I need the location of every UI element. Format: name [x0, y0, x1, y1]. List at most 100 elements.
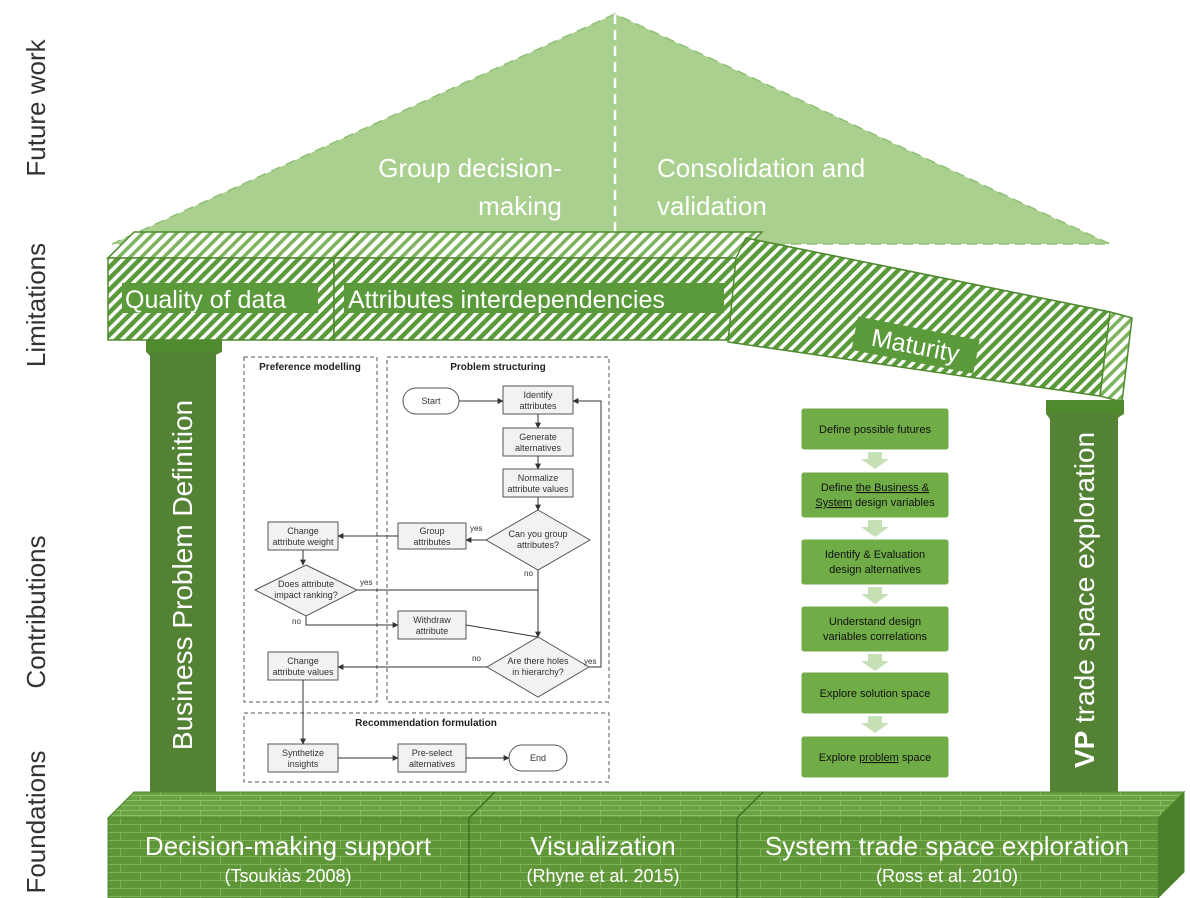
pillar-right-shaft: [1050, 414, 1118, 800]
section-structuring-title: Problem structuring: [450, 362, 546, 373]
node-change-values-l1: Change: [287, 656, 319, 666]
label-no-impact: no: [292, 617, 301, 626]
beam-attributes-top: [332, 231, 764, 259]
node-can-group-l1: Can you group: [508, 529, 567, 539]
foundation-divider-1-top: [468, 791, 496, 819]
side-label-foundations: Foundations: [21, 750, 51, 893]
roof-left-line1: Group decision-: [378, 153, 562, 183]
step-5-label: Explore solution space: [820, 688, 931, 700]
node-withdraw: [397, 610, 467, 640]
label-no-group: no: [524, 569, 533, 578]
pillar-left: Business Problem Definition: [140, 340, 222, 808]
limitation-quality-of-data: Quality of data: [125, 286, 286, 314]
node-withdraw-l2: attribute: [416, 626, 449, 636]
foundation-front: [107, 817, 1159, 898]
node-holes: [486, 636, 590, 698]
node-generate-l2: alternatives: [515, 443, 562, 453]
foundation-1-ref: (Tsoukiàs 2008): [224, 866, 351, 886]
label-no-holes: no: [472, 654, 481, 663]
node-normalize-l1: Normalize: [518, 473, 559, 483]
foundation-divider-2-top: [736, 791, 764, 819]
node-identify-l1: Identify: [523, 390, 553, 400]
step-explore-problem: [800, 735, 950, 779]
step-3-line1: Identify & Evaluation: [825, 549, 925, 561]
step-4-line1: Understand design: [829, 616, 921, 628]
section-structuring-frame: [386, 356, 610, 703]
side-labels: Future work Limitations Contributions Fo…: [21, 38, 51, 893]
section-recommendation-frame: [243, 712, 610, 783]
node-holes-l2: in hierarchy?: [512, 667, 564, 677]
step-1-label: Define possible futures: [819, 424, 931, 436]
beam-maturity-label-bg: [851, 316, 980, 374]
limitation-attributes-interdependencies: Attributes interdependencies: [348, 286, 665, 314]
beam-quality-top: [106, 231, 362, 259]
foundation-2-title: Visualization: [530, 831, 676, 861]
step-2-line1: Define the Business &: [821, 482, 930, 494]
step-2-line2: System design variables: [815, 497, 935, 509]
foundation-3-title: System trade space exploration: [765, 831, 1129, 861]
label-yes-holes: yes: [584, 657, 596, 666]
process-steps: Define possible futures Define the Busin…: [800, 407, 950, 779]
section-recommendation-title: Recommendation formulation: [355, 718, 497, 729]
roof-left-line2: making: [478, 191, 562, 221]
step-understand-correlations: [800, 605, 950, 653]
node-change-values-l2: attribute values: [272, 667, 334, 677]
step-define-variables: [800, 471, 950, 519]
flowchart-connectors: [300, 398, 602, 761]
node-normalize-l2: attribute values: [507, 484, 569, 494]
pillar-right-label: VP trade space exploration: [1069, 432, 1100, 768]
step-arrow-1: [861, 452, 889, 469]
flowchart-panel: Preference modelling Problem structuring…: [236, 350, 616, 786]
beam-maturity: [727, 237, 1111, 397]
step-6-label: Explore problem space: [819, 752, 932, 764]
node-normalize: [502, 468, 574, 498]
pillar-right: VP trade space exploration: [1040, 400, 1124, 808]
roof-right-line2: validation: [657, 191, 767, 221]
beam-quality-label-bg: [122, 283, 318, 313]
node-preselect-l1: Pre-select: [412, 748, 453, 758]
node-group-l2: attributes: [413, 537, 451, 547]
step-arrow-4: [861, 654, 889, 671]
side-label-future-work: Future work: [21, 38, 51, 176]
node-change-weight-l1: Change: [287, 526, 319, 536]
node-identify-l2: attributes: [519, 401, 557, 411]
node-withdraw-l1: Withdraw: [413, 615, 451, 625]
roof: Group decision- making Consolidation and…: [111, 13, 1111, 245]
foundation-2-ref: (Rhyne et al. 2015): [526, 866, 679, 886]
beam-attributes-label-bg: [344, 283, 724, 313]
label-yes-impact: yes: [360, 578, 372, 587]
node-group-l1: Group: [419, 526, 444, 536]
node-generate-l1: Generate: [519, 432, 557, 442]
limitations-beams: Quality of data Attributes interdependen…: [106, 231, 1133, 403]
foundation-top: [106, 791, 1186, 819]
step-4-line2: variables correlations: [823, 631, 927, 643]
side-label-limitations: Limitations: [21, 243, 51, 367]
step-arrow-3: [861, 587, 889, 604]
node-synthetize-l1: Synthetize: [282, 748, 324, 758]
node-group: [397, 522, 467, 550]
step-explore-solution: [800, 671, 950, 715]
roof-triangle: [111, 13, 1111, 245]
pillar-left-label: Business Problem Definition: [167, 400, 198, 750]
label-yes-group: yes: [470, 524, 482, 533]
node-impact-l1: Does attribute: [278, 579, 334, 589]
node-change-weight-l2: attribute weight: [272, 537, 334, 547]
section-preference-frame: [243, 356, 378, 703]
step-arrow-2: [861, 520, 889, 537]
node-synthetize-l2: insights: [288, 759, 319, 769]
node-holes-l1: Are there holes: [507, 656, 569, 666]
section-preference-title: Preference modelling: [259, 362, 361, 373]
side-label-contributions: Contributions: [21, 535, 51, 688]
node-start-label: Start: [421, 396, 441, 406]
node-can-group-l2: attributes?: [517, 540, 559, 550]
foundations: Decision-making support (Tsoukiàs 2008) …: [106, 790, 1186, 898]
step-arrow-5: [861, 716, 889, 733]
node-impact-l2: impact ranking?: [274, 590, 338, 600]
step-define-futures: [800, 407, 950, 451]
pillar-left-shaft: [150, 352, 216, 796]
foundation-3-ref: (Ross et al. 2010): [876, 866, 1018, 886]
node-end-label: End: [530, 753, 546, 763]
roof-right-line1: Consolidation and: [657, 153, 865, 183]
foundation-1-title: Decision-making support: [145, 831, 432, 861]
